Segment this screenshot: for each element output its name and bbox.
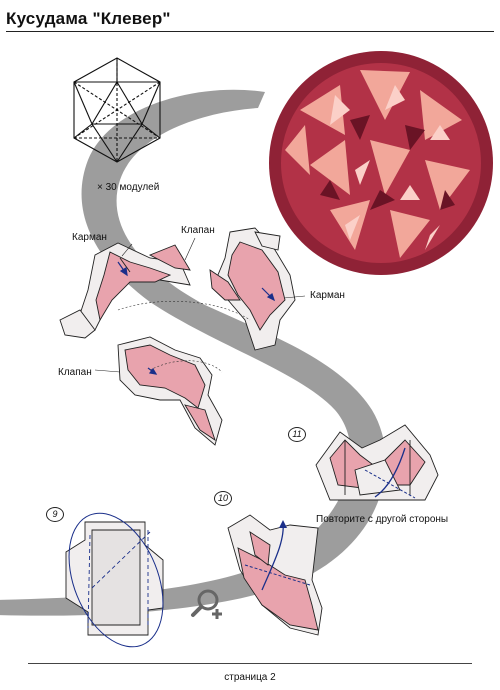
page-title: Кусудама "Клевер" — [6, 9, 171, 28]
icosahedron-diagram — [73, 57, 161, 163]
step-number-9: 9 — [46, 507, 64, 522]
magnifier-plus-icon[interactable] — [191, 589, 222, 619]
step-number-11: 11 — [288, 427, 306, 442]
step11-fold-line — [364, 469, 416, 499]
step11-diagram — [315, 424, 439, 501]
label-flap-left: Клапан — [58, 367, 92, 378]
module-right — [209, 227, 296, 351]
grey-swoosh-decoration — [0, 89, 386, 616]
step10-arrow-head — [279, 520, 287, 528]
step-number-10: 10 — [214, 491, 232, 506]
label-pocket-left: Карман — [72, 232, 107, 243]
title-underline — [6, 31, 494, 32]
leader-pocket-right — [283, 295, 306, 299]
page-footer: страница 2 — [224, 672, 276, 683]
label-pocket-right: Карман — [310, 290, 345, 301]
footer-divider — [28, 663, 472, 664]
module-count-label: × 30 модулей — [97, 182, 160, 193]
assembly-arrows — [117, 261, 276, 375]
step10-diagram — [227, 514, 323, 636]
step11-arrow — [374, 447, 406, 498]
kusudama-ball-photo — [269, 51, 493, 275]
step10-fold-line — [244, 564, 311, 586]
assembly-dotted-path-2 — [149, 360, 223, 373]
leader-flap-left — [94, 369, 121, 373]
step9-rotation-arrow — [68, 512, 164, 648]
leader-pocket-left — [121, 243, 133, 257]
leader-flap-top — [184, 237, 196, 261]
label-flap-top: Клапан — [181, 225, 215, 236]
module-left — [59, 242, 191, 339]
module-bottom — [117, 336, 223, 446]
step9-fold-left — [87, 534, 91, 629]
label-repeat-note: Повторите с другой стороны — [316, 514, 449, 525]
